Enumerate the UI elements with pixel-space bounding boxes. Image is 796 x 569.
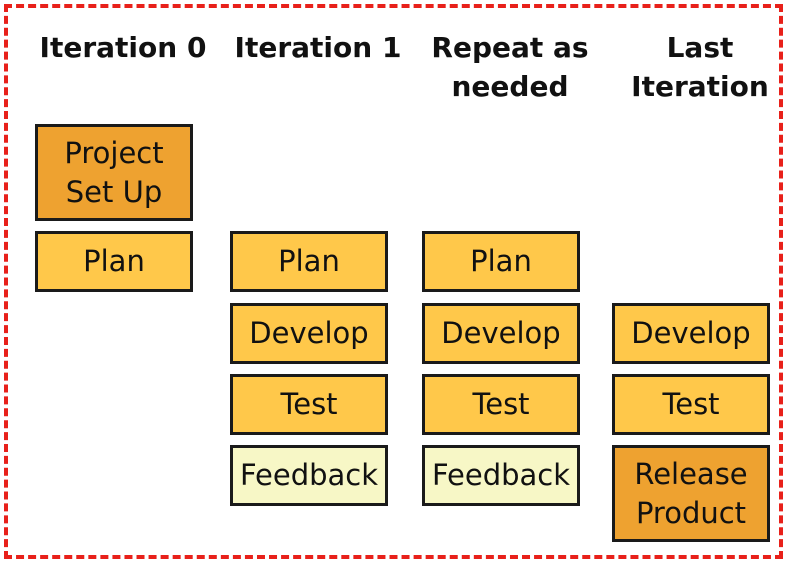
- column-heading-repeat: Repeat as needed: [431, 31, 589, 103]
- box-release-product: Release Product: [612, 445, 770, 542]
- box-develop: Develop: [422, 303, 580, 364]
- box-feedback: Feedback: [230, 445, 388, 506]
- box-develop: Develop: [612, 303, 770, 364]
- column-heading-last-iteration: Last Iteration: [631, 31, 769, 103]
- box-plan: Plan: [422, 231, 580, 292]
- box-develop: Develop: [230, 303, 388, 364]
- box-feedback: Feedback: [422, 445, 580, 506]
- column-heading-iteration-0: Iteration 0: [39, 31, 207, 64]
- diagram-frame: [4, 4, 783, 559]
- box-project-set-up: Project Set Up: [35, 124, 193, 221]
- box-test: Test: [230, 374, 388, 435]
- box-test: Test: [612, 374, 770, 435]
- box-test: Test: [422, 374, 580, 435]
- box-plan: Plan: [35, 231, 193, 292]
- box-plan: Plan: [230, 231, 388, 292]
- column-heading-iteration-1: Iteration 1: [234, 31, 402, 64]
